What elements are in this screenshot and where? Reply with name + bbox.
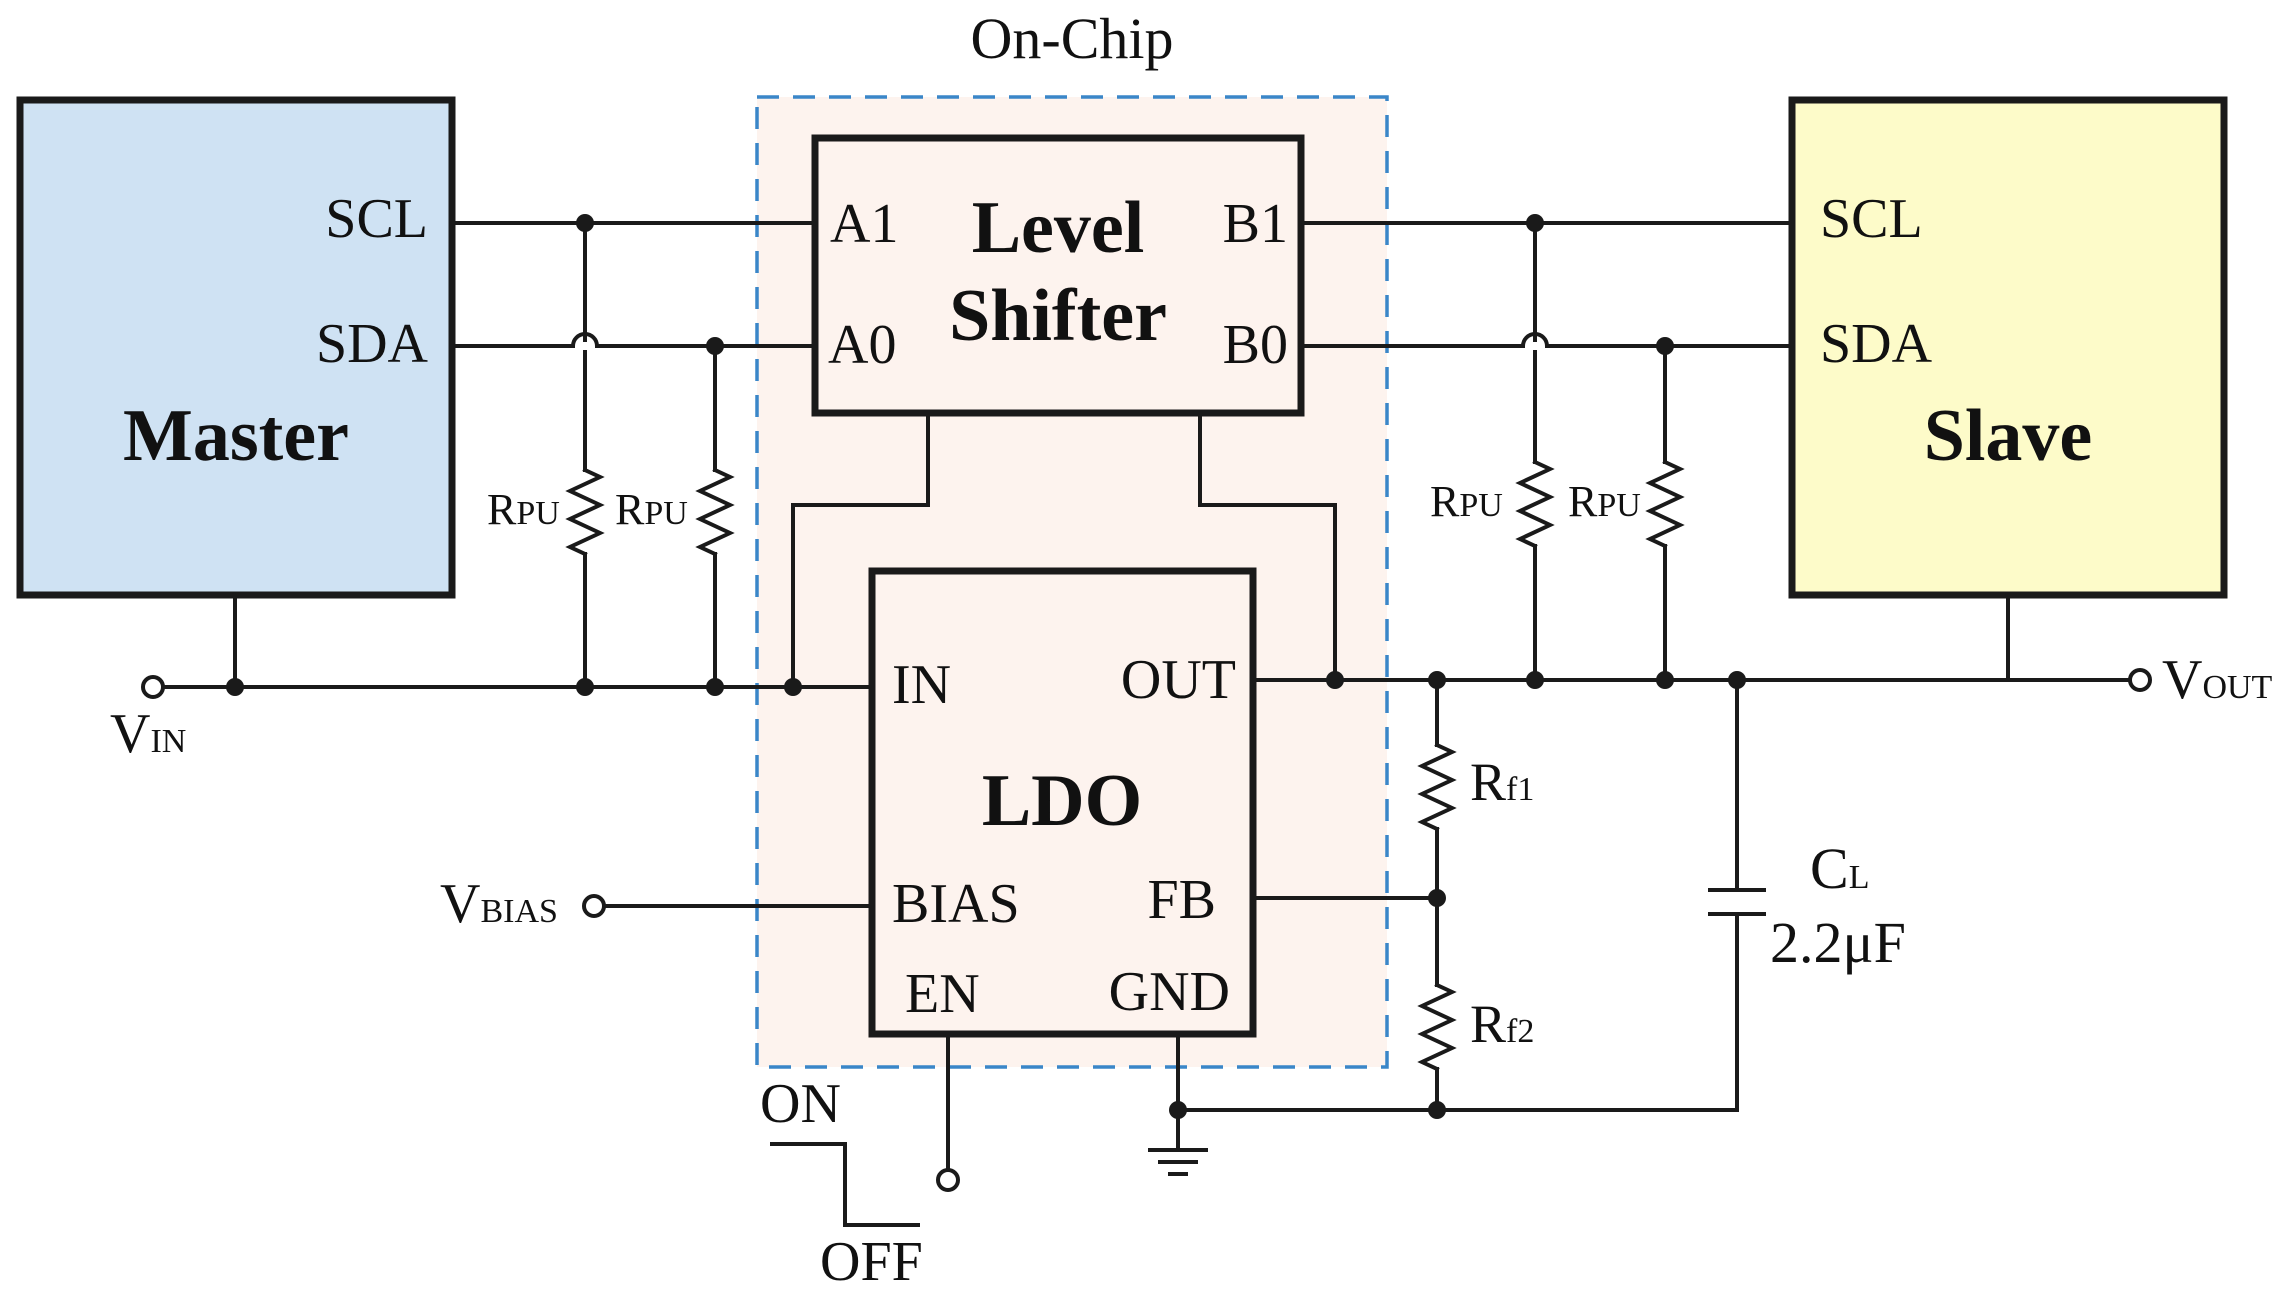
rf2-resistor: [1417, 982, 1457, 1072]
slave-scl-pin: SCL: [1820, 188, 1923, 250]
junction-dot: [706, 337, 724, 355]
vbias-label: VBIAS: [440, 873, 558, 935]
enable-step-waveform: [770, 1142, 920, 1227]
pullup-3-label: RPU: [1430, 477, 1503, 526]
vin-terminal: [141, 675, 165, 699]
junction-dot: [1428, 889, 1446, 907]
pullup-4-label: RPU: [1568, 477, 1641, 526]
shifter-a-supply-wire: [791, 411, 930, 689]
junction-dot: [1428, 671, 1446, 689]
junction-dot: [1169, 1101, 1187, 1119]
junction-dot: [1326, 671, 1344, 689]
vbias-terminal: [582, 894, 606, 918]
shifter-b0-pin: B0: [1223, 314, 1288, 376]
shifter-title-line2: Shifter: [949, 275, 1167, 357]
shifter-b-supply-wire: [1198, 411, 1337, 682]
en-terminal: [936, 1168, 960, 1192]
pullup-2-label: RPU: [615, 485, 688, 534]
junctions: [226, 214, 1746, 1119]
junction-dot: [1728, 671, 1746, 689]
vout-terminal: [2128, 668, 2152, 692]
ldo-gnd-pin: GND: [1109, 961, 1230, 1023]
ground-icon: [1148, 1148, 1208, 1176]
slave-title: Slave: [1924, 395, 2093, 477]
rf1-label: Rf1: [1470, 752, 1534, 812]
shifter-b1-pin: B1: [1223, 193, 1288, 255]
junction-dot: [1656, 337, 1674, 355]
master-scl-pin: SCL: [325, 188, 428, 250]
shifter-title-line1: Level: [972, 187, 1145, 269]
master-block: [16, 96, 456, 599]
junction-dot: [1428, 1101, 1446, 1119]
junction-dot: [706, 678, 724, 696]
slave-sda-pin: SDA: [1820, 313, 1933, 375]
rf1-resistor: [1417, 742, 1457, 832]
onchip-label: On-Chip: [971, 6, 1174, 71]
junction-dot: [576, 678, 594, 696]
vout-label: VOUT: [2162, 649, 2273, 711]
cap-label: CL: [1810, 836, 1869, 901]
junction-dot: [784, 678, 802, 696]
pullup-4-resistor: [1645, 459, 1685, 549]
junction-dot: [226, 678, 244, 696]
ldo-fb-pin: FB: [1148, 869, 1217, 931]
pullup-1-label: RPU: [487, 485, 560, 534]
ldo-title: LDO: [982, 760, 1142, 842]
pullup-2-resistor: [695, 467, 735, 557]
enable-on-label: ON: [760, 1073, 841, 1135]
pullup-3-resistor: [1515, 459, 1555, 549]
ldo-block: [868, 567, 1257, 1038]
junction-dot: [1526, 214, 1544, 232]
junction-dot: [1656, 671, 1674, 689]
ldo-out-pin: OUT: [1121, 649, 1236, 711]
cap-value: 2.2μF: [1770, 910, 1906, 975]
master-sda-pin: SDA: [316, 313, 429, 375]
junction-dot: [576, 214, 594, 232]
master-title: Master: [123, 395, 349, 477]
junction-dot: [1526, 671, 1544, 689]
ldo-en-pin: EN: [905, 963, 980, 1025]
rf2-label: Rf2: [1470, 994, 1534, 1054]
ldo-bias-pin: BIAS: [892, 873, 1020, 935]
shifter-a1-pin: A1: [830, 193, 898, 255]
vin-label: VIN: [110, 703, 186, 765]
pullup-1-resistor: [565, 467, 605, 557]
enable-off-label: OFF: [820, 1231, 923, 1293]
shifter-a0-pin: A0: [828, 314, 896, 376]
level-shifter-block: [811, 134, 1305, 417]
ldo-in-pin: IN: [892, 654, 951, 716]
